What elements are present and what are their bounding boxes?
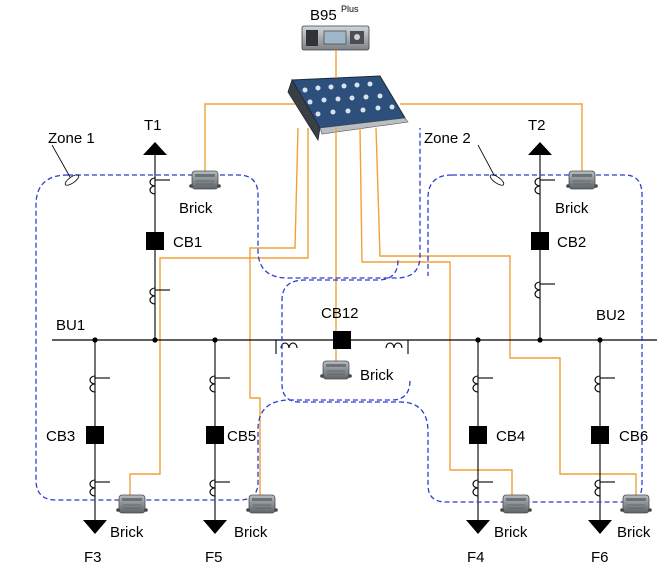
brick-f6-label: Brick (617, 524, 651, 541)
zone-2-tag (477, 144, 505, 186)
fiber-patch-panel (287, 75, 409, 142)
breaker-cb2 (531, 232, 549, 250)
breaker-cb5 (206, 426, 224, 444)
feeder-f5-branch (203, 337, 230, 534)
cb2-label: CB2 (557, 234, 586, 251)
breaker-cb1 (146, 232, 164, 250)
brick-f5-label: Brick (234, 524, 268, 541)
breaker-cb3 (86, 426, 104, 444)
cb6-label: CB6 (619, 428, 648, 445)
bus-coupler (275, 331, 409, 354)
brick-t1 (188, 170, 222, 190)
cb1-label: CB1 (173, 234, 202, 251)
zone-1-boundary-lower (35, 174, 411, 501)
relay-name: B95 (310, 7, 337, 24)
relay-superscript: Plus (341, 4, 359, 14)
zone-1-label: Zone 1 (48, 130, 95, 147)
zone-2-boundary (281, 174, 643, 503)
cb5-label: CB5 (227, 428, 256, 445)
t2-label: T2 (528, 117, 546, 134)
feeder-f4-branch (466, 337, 493, 534)
feeder-f6-branch (588, 337, 615, 534)
zone-1-boundary (68, 128, 421, 279)
f5-label: F5 (205, 549, 223, 566)
bu1-label: BU1 (56, 317, 85, 334)
bu2-label: BU2 (596, 307, 625, 324)
t2-branch (528, 142, 555, 343)
feeder-f3-branch (83, 337, 110, 534)
brick-f5 (245, 494, 279, 514)
breaker-cb12 (333, 331, 351, 349)
brick-t2 (565, 170, 599, 190)
f4-label: F4 (467, 549, 485, 566)
cb3-label: CB3 (46, 428, 75, 445)
t1-label: T1 (144, 117, 162, 134)
zone-2-boundary-top (427, 174, 453, 276)
breaker-cb6 (591, 426, 609, 444)
brick-cb12 (319, 360, 353, 380)
t1-branch (143, 142, 170, 343)
f3-label: F3 (84, 549, 102, 566)
zone-2-label: Zone 2 (424, 130, 471, 147)
b95plus-relay-unit (301, 25, 370, 51)
brick-t2-label: Brick (555, 200, 589, 217)
brick-f6 (619, 494, 653, 514)
brick-f4-label: Brick (494, 524, 528, 541)
fiber-links (129, 50, 637, 496)
brick-f4 (499, 494, 533, 514)
zone-1-tag (51, 144, 80, 186)
brick-f3 (115, 494, 149, 514)
cb4-label: CB4 (496, 428, 525, 445)
f6-label: F6 (591, 549, 609, 566)
brick-f3-label: Brick (110, 524, 144, 541)
brick-cb12-label: Brick (360, 367, 394, 384)
cb12-label: CB12 (321, 305, 359, 322)
brick-t1-label: Brick (179, 200, 213, 217)
breaker-cb4 (469, 426, 487, 444)
